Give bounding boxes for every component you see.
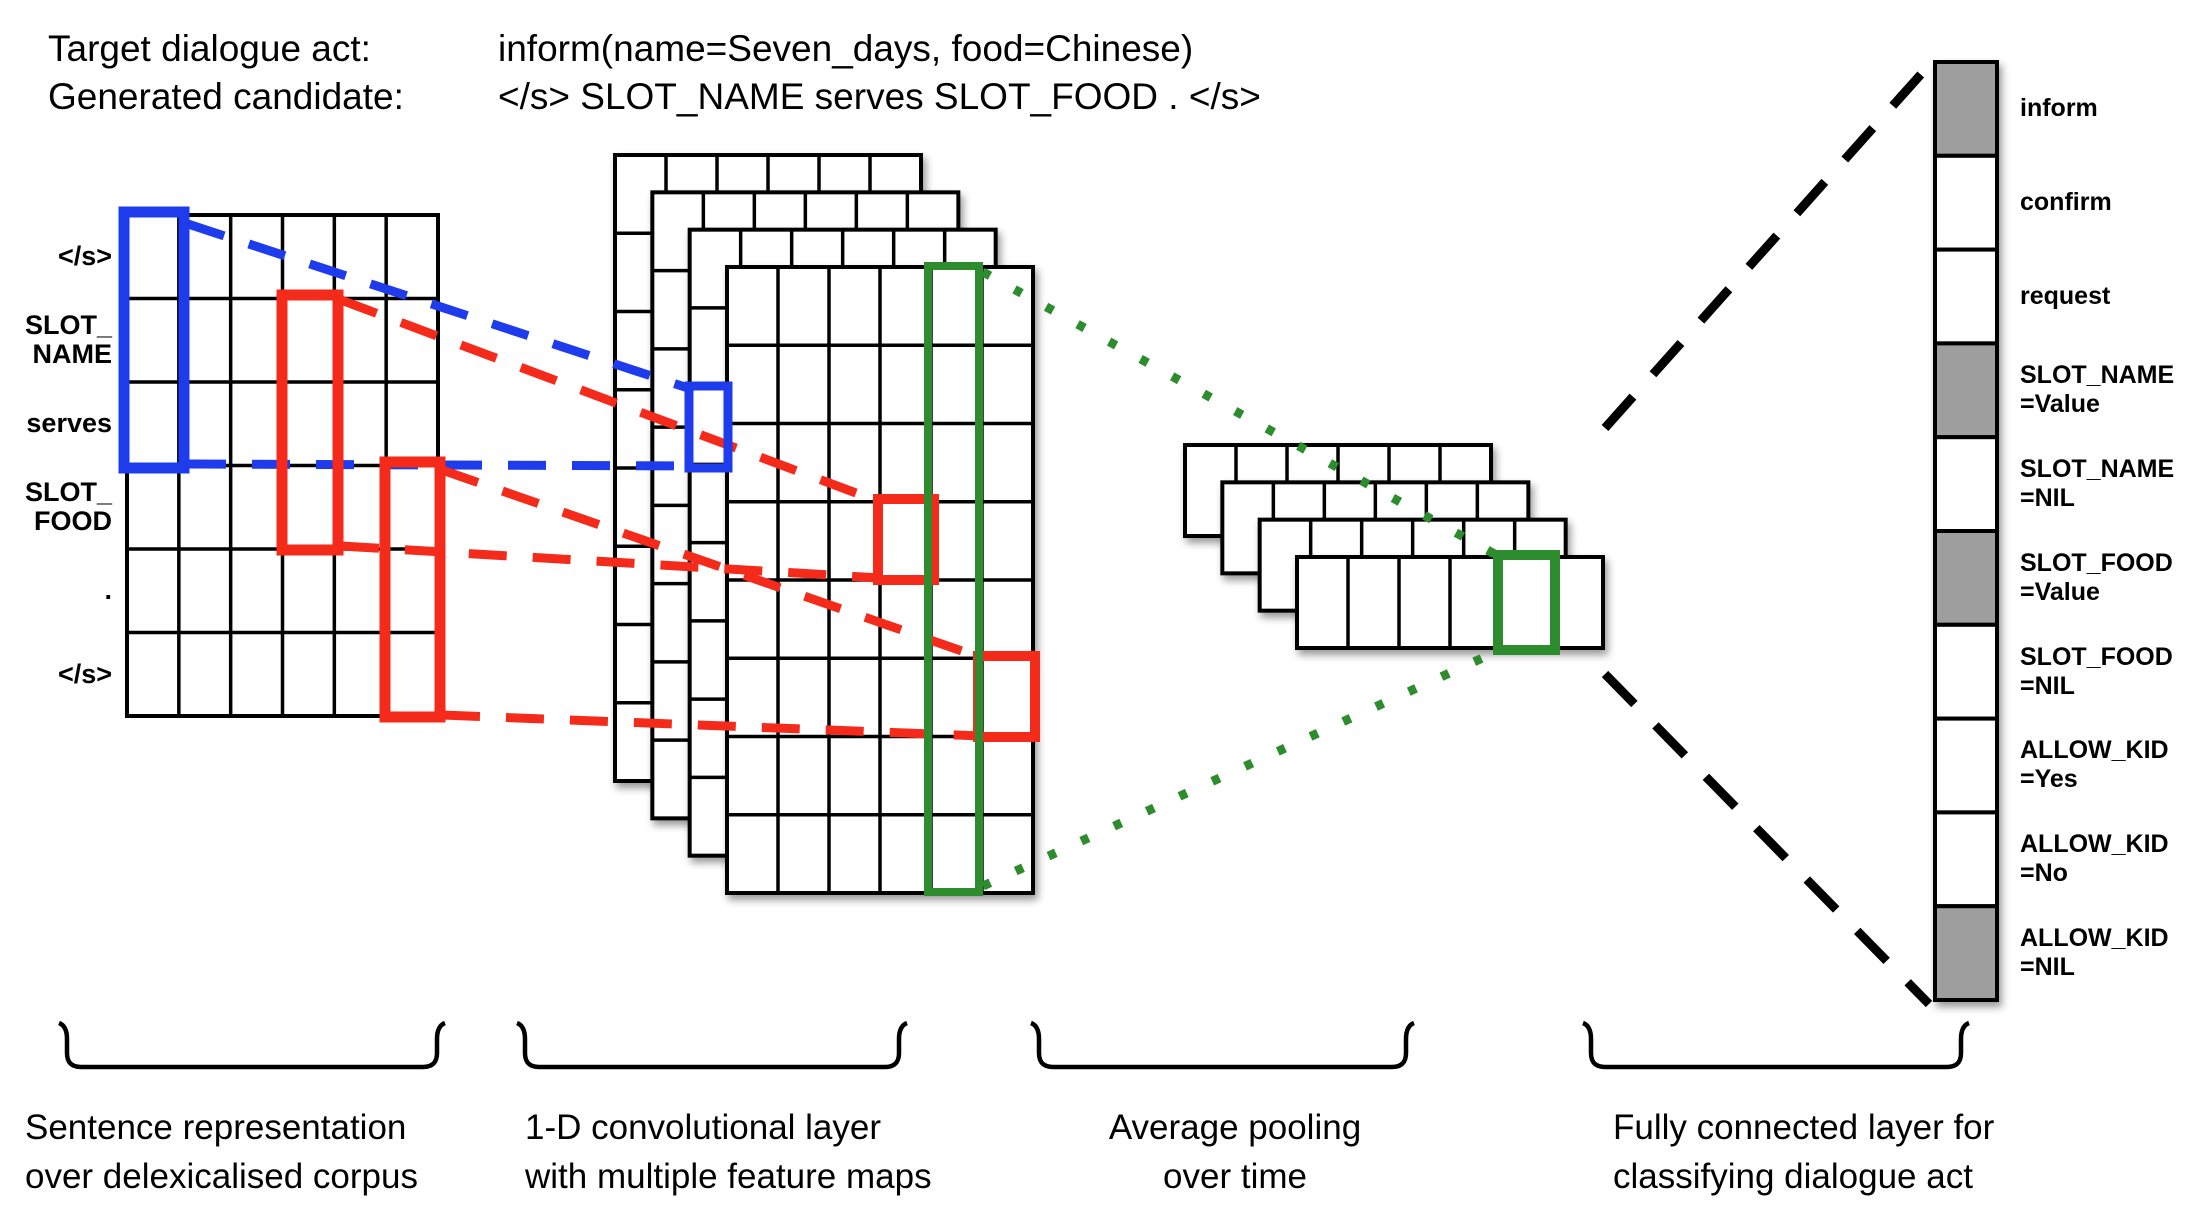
row-label-slot-food: SLOT_ FOOD: [24, 477, 112, 537]
output-cell: [1933, 810, 1999, 909]
red-window1-link-top: [339, 295, 882, 507]
fc-fan-link-bottom: [1601, 670, 1933, 1008]
class-label-confirm: confirm: [2020, 188, 2112, 217]
conv-activation-blue: [684, 381, 733, 473]
class-label-slotname-value: SLOT_NAME =Value: [2020, 361, 2175, 419]
input-window-red-2: [379, 456, 446, 723]
input-window-blue: [118, 206, 190, 474]
row-label-serves: serves: [26, 408, 112, 439]
row-label-eos-2: </s>: [57, 658, 112, 689]
output-cell: [1933, 716, 1999, 815]
red-window2-link-top: [440, 465, 984, 663]
red-window1-link-bottom: [340, 541, 881, 583]
target-dialogue-act-label: Target dialogue act:: [48, 28, 371, 69]
class-label-slotname-nil: SLOT_NAME =NIL: [2020, 455, 2175, 513]
caption-fully-connected: Fully connected layer for classifying di…: [1613, 1108, 1995, 1196]
row-label-slot-name: SLOT_ NAME: [24, 310, 112, 370]
class-label-slotfood-nil: SLOT_FOOD =NIL: [2020, 642, 2173, 700]
row-label-period: .: [104, 575, 112, 606]
caption-sentence-representation: Sentence representation over delexicalis…: [25, 1108, 418, 1196]
blue-window-link-top: [186, 219, 696, 395]
target-dialogue-act-value: inform(name=Seven_days, food=Chinese): [498, 28, 1194, 69]
section-brace: [58, 1020, 446, 1070]
section-brace: [1582, 1020, 1970, 1070]
output-column: [1933, 60, 1999, 1003]
section-brace: [516, 1020, 908, 1070]
green-pooling-link-bottom: [981, 645, 1502, 891]
blue-window-link-bottom: [187, 459, 691, 471]
section-brace: [1030, 1020, 1415, 1070]
output-cell-filled: [1933, 60, 1999, 158]
generated-candidate-label: Generated candidate:: [48, 76, 404, 117]
class-label-allowkid-yes: ALLOW_KID =Yes: [2020, 736, 2169, 794]
conv-feature-column-green: [924, 262, 983, 896]
fc-fan-link-top: [1601, 60, 1935, 431]
sentence-row-labels: </s> SLOT_ NAME serves SLOT_ FOOD . </s>: [0, 215, 112, 716]
output-cell: [1933, 247, 1999, 346]
class-label-slotfood-value: SLOT_FOOD =Value: [2020, 548, 2173, 606]
input-window-red-1: [276, 289, 344, 556]
generated-candidate-value: </s> SLOT_NAME serves SLOT_FOOD . </s>: [498, 76, 1261, 117]
row-label-eos-1: </s>: [57, 241, 112, 272]
class-label-allowkid-no: ALLOW_KID =No: [2020, 830, 2169, 888]
output-cell: [1933, 153, 1999, 252]
caption-average-pooling: Average pooling over time: [1108, 1108, 1362, 1196]
conv-activation-red-1: [873, 494, 939, 585]
red-window2-link-bottom: [441, 710, 983, 741]
class-label-request: request: [2020, 281, 2111, 310]
caption-conv-layer: 1-D convolutional layer with multiple fe…: [525, 1108, 932, 1196]
output-class-labels: inform confirm request SLOT_NAME =Value …: [2020, 62, 2194, 1000]
output-cell-filled: [1933, 529, 1999, 627]
output-cell-filled: [1933, 904, 1999, 1003]
green-pooling-link-top: [980, 268, 1503, 561]
class-label-inform: inform: [2020, 94, 2098, 123]
pooling-cell-green: [1493, 550, 1560, 655]
class-label-allowkid-nil: ALLOW_KID =NIL: [2020, 924, 2169, 982]
output-cell-filled: [1933, 341, 1999, 440]
output-cell: [1933, 435, 1999, 534]
output-cell: [1933, 622, 1999, 721]
